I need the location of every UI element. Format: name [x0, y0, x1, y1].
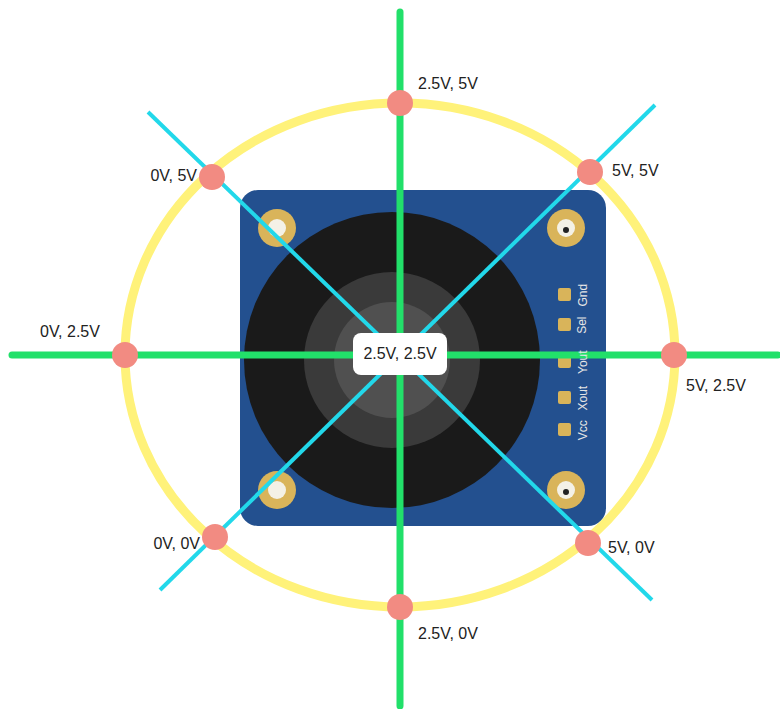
voltage-label: 0V, 5V: [150, 166, 197, 185]
voltage-label: 0V, 0V: [153, 534, 200, 553]
pin-name: Vcc: [576, 420, 590, 440]
pin-name: Yout: [576, 350, 590, 374]
pin-name: Xout: [576, 386, 590, 411]
diagonal-axis: [160, 105, 655, 590]
voltage-label: 5V, 0V: [608, 538, 655, 557]
voltage-label: 5V, 2.5V: [686, 376, 746, 395]
pin-name: Sel: [576, 316, 590, 333]
pin-name: Gnd: [576, 284, 590, 307]
center-value-box: 2.5V, 2.5V: [353, 333, 446, 374]
header-pins: [558, 288, 571, 436]
position-dot: [112, 90, 687, 620]
voltage-label: 5V, 5V: [612, 161, 659, 180]
voltage-label: 2.5V, 5V: [418, 74, 478, 93]
center-value: 2.5V, 2.5V: [363, 344, 436, 363]
voltage-label: 2.5V, 0V: [418, 624, 478, 643]
voltage-label: 0V, 2.5V: [40, 322, 100, 341]
